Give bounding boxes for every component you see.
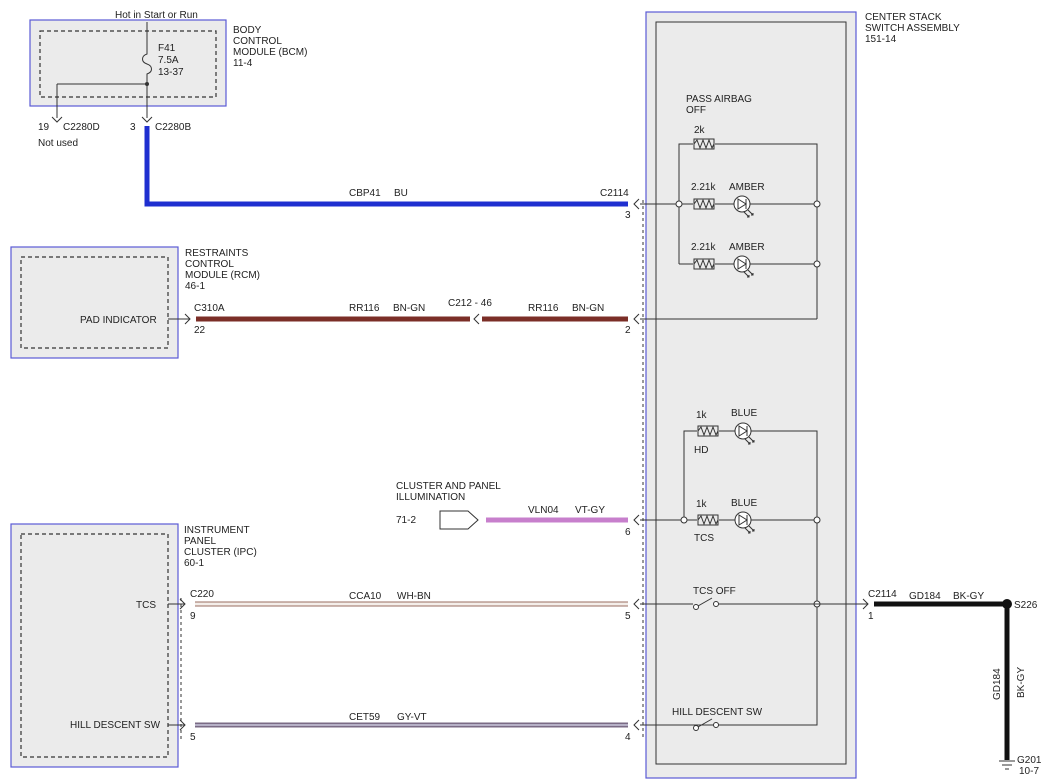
center-stack-module bbox=[645, 11, 857, 779]
airbag-r-221-b: 2.21k bbox=[691, 242, 716, 253]
wire-vln04-circuit: VLN04 bbox=[528, 505, 559, 516]
pin-4-c2114: 4 bbox=[625, 732, 631, 743]
cluster-illum-connector-icon bbox=[439, 510, 479, 530]
rcm-pin-22: 22 bbox=[194, 325, 206, 336]
wire-cet59-color: GY-VT bbox=[397, 712, 427, 723]
wire-cca10-circuit: CCA10 bbox=[349, 591, 382, 602]
airbag-circuit bbox=[640, 138, 821, 320]
conn-c220: C220 bbox=[190, 589, 214, 600]
center-stack-name-3: 151-14 bbox=[865, 34, 897, 45]
wire-rr116a-circuit: RR116 bbox=[349, 303, 380, 314]
hill-descent-label: HILL DESCENT SW bbox=[672, 707, 763, 718]
conn-c2114-right: C2114 bbox=[868, 589, 897, 600]
cluster-illum-name-2: ILLUMINATION bbox=[396, 492, 465, 503]
bcm-name-3: MODULE (BCM) bbox=[233, 47, 307, 58]
tcs-off-switch bbox=[640, 597, 868, 610]
fuse-icon bbox=[142, 40, 152, 118]
conn-c2114-top: C2114 bbox=[600, 188, 629, 199]
conn-c212: C212 - 46 bbox=[448, 298, 492, 309]
splice-s226-label: S226 bbox=[1014, 600, 1038, 611]
airbag-amber-a: AMBER bbox=[729, 182, 765, 193]
wire-cbp41 bbox=[144, 126, 628, 207]
tcs-off-label: TCS OFF bbox=[693, 586, 736, 597]
conn-c310a: C310A bbox=[194, 303, 225, 314]
hot-label: Hot in Start or Run bbox=[115, 10, 198, 21]
bcm-name-1: BODY bbox=[233, 25, 262, 36]
wire-gd184-circuit: GD184 bbox=[909, 591, 941, 602]
indicator-led-circuit bbox=[640, 422, 821, 726]
pin-5-c2114: 5 bbox=[625, 611, 631, 622]
wire-cet59-circuit: CET59 bbox=[349, 712, 381, 723]
wire-rr116b-color: BN-GN bbox=[572, 303, 604, 314]
ipc-hill-descent: HILL DESCENT SW bbox=[70, 720, 161, 731]
center-stack-name-2: SWITCH ASSEMBLY bbox=[865, 23, 960, 34]
conn-c2280b: C2280B bbox=[155, 122, 191, 133]
bcm-pin-3: 3 bbox=[130, 122, 136, 133]
rcm-name-3: MODULE (RCM) bbox=[185, 270, 260, 281]
airbag-r-221-a: 2.21k bbox=[691, 182, 716, 193]
rcm-module bbox=[10, 246, 179, 359]
wire-cbp41-circuit: CBP41 bbox=[349, 188, 381, 199]
rcm-name-1: RESTRAINTS bbox=[185, 248, 249, 259]
wire-gd184v-circuit: GD184 bbox=[992, 668, 1003, 700]
ipc-name-4: 60-1 bbox=[184, 558, 204, 569]
airbag-r-2k: 2k bbox=[694, 125, 706, 136]
wire-cbp41-color: BU bbox=[394, 188, 408, 199]
hill-descent-switch bbox=[693, 718, 719, 731]
pin-1-c2114: 1 bbox=[868, 611, 874, 622]
hd-label: HD bbox=[694, 445, 708, 456]
ipc-pin-5: 5 bbox=[190, 732, 196, 743]
conn-c2280d: C2280D bbox=[63, 122, 100, 133]
ipc-pin-9: 9 bbox=[190, 611, 196, 622]
wire-cca10-color: WH-BN bbox=[397, 591, 431, 602]
bcm-name-2: CONTROL bbox=[233, 36, 282, 47]
fuse-rating: 7.5A bbox=[158, 55, 179, 66]
ground-ref: 10-7 bbox=[1019, 766, 1039, 777]
rcm-name-2: CONTROL bbox=[185, 259, 234, 270]
airbag-name-2: OFF bbox=[686, 105, 706, 116]
airbag-name-1: PASS AIRBAG bbox=[686, 94, 752, 105]
cluster-illum-name-1: CLUSTER AND PANEL bbox=[396, 481, 501, 492]
rcm-pad-indicator: PAD INDICATOR bbox=[80, 315, 157, 326]
hd-resistor: 1k bbox=[696, 410, 708, 421]
tcs-led-color: BLUE bbox=[731, 498, 757, 509]
airbag-amber-b: AMBER bbox=[729, 242, 765, 253]
wire-vln04-color: VT-GY bbox=[575, 505, 605, 516]
pin-3-c2114: 3 bbox=[625, 210, 631, 221]
ground-icon bbox=[999, 760, 1015, 770]
rcm-name-4: 46-1 bbox=[185, 281, 205, 292]
not-used-label: Not used bbox=[38, 138, 78, 149]
wire-gd184-color: BK-GY bbox=[953, 591, 984, 602]
wire-rr116b-circuit: RR116 bbox=[528, 303, 559, 314]
ipc-module bbox=[10, 523, 179, 768]
center-stack-name-1: CENTER STACK bbox=[865, 12, 942, 23]
ground-g201: G201 bbox=[1017, 755, 1042, 766]
tcs-resistor: 1k bbox=[696, 499, 708, 510]
pin-2-c2114: 2 bbox=[625, 325, 631, 336]
ipc-name-1: INSTRUMENT bbox=[184, 525, 250, 536]
fuse-name: F41 bbox=[158, 43, 176, 54]
bcm-name-4: 11-4 bbox=[233, 58, 253, 69]
bcm-pin-19: 19 bbox=[38, 122, 50, 133]
bcm-module: Hot in Start or Run F41 7.5A 13-37 bbox=[29, 10, 227, 118]
pin-6-c2114: 6 bbox=[625, 527, 631, 538]
wire-rr116a-color: BN-GN bbox=[393, 303, 425, 314]
tcs-led-label: TCS bbox=[694, 533, 714, 544]
wire-gd184v-color: BK-GY bbox=[1016, 667, 1027, 698]
hd-led-color: BLUE bbox=[731, 408, 757, 419]
ipc-name-2: PANEL bbox=[184, 536, 216, 547]
fuse-ref: 13-37 bbox=[158, 67, 184, 78]
ipc-name-3: CLUSTER (IPC) bbox=[184, 547, 257, 558]
cluster-illum-ref: 71-2 bbox=[396, 515, 416, 526]
ipc-tcs: TCS bbox=[136, 600, 156, 611]
